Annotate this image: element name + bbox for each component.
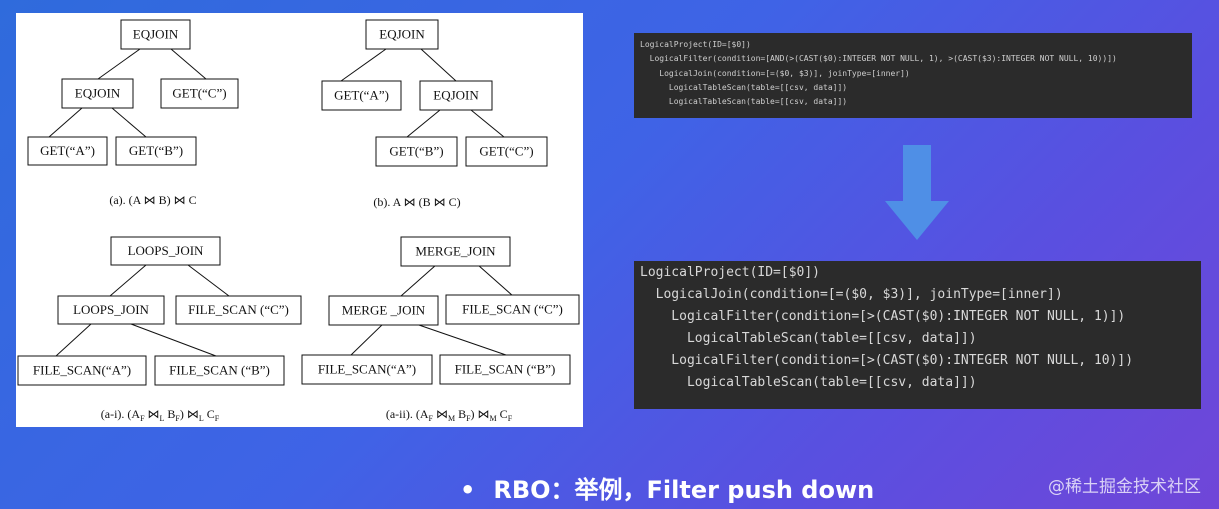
tree-node-label: EQJOIN: [75, 86, 121, 101]
tree-node-label: GET(“C”): [479, 144, 533, 159]
tree-node-label: FILE_SCAN (“C”): [188, 302, 289, 317]
tree-node-label: GET(“C”): [172, 86, 226, 101]
edge: [187, 264, 230, 297]
edge: [48, 107, 83, 138]
edge: [400, 264, 437, 297]
tree-node: [115, 136, 197, 166]
tree-node: [175, 295, 302, 325]
tree-a-ii: MERGE_JOIN MERGE _JOIN FILE_SCAN (“C”) F…: [301, 236, 580, 423]
tree-a-i: LOOPS_JOIN LOOPS_JOIN FILE_SCAN (“C”) FI…: [17, 236, 302, 423]
tree-node: [419, 80, 493, 111]
edge: [55, 323, 92, 357]
tree-node: [27, 136, 108, 166]
code-block-after: LogicalProject(ID=[$0]) LogicalJoin(cond…: [634, 261, 1201, 409]
tree-node-label: LOOPS_JOIN: [128, 243, 204, 258]
edge: [170, 48, 207, 80]
tree-node-label: EQJOIN: [133, 27, 179, 42]
tree-node-label: GET(“A”): [40, 143, 95, 158]
edge: [130, 323, 217, 357]
tree-node: [465, 136, 548, 167]
slide-bullet: • RBO：举例，Filter push down: [460, 470, 875, 504]
code-line: LogicalProject(ID=[$0]): [640, 265, 821, 280]
edge: [350, 323, 384, 356]
tree-node: [301, 354, 433, 385]
code-line: LogicalFilter(condition=[>(CAST($0):INTE…: [640, 353, 1134, 368]
tree-node: [328, 295, 439, 326]
code-line: LogicalTableScan(table=[[csv, data]]): [640, 375, 977, 390]
tree-node: [154, 355, 285, 386]
edge: [109, 264, 147, 297]
tree-node: [120, 19, 191, 50]
tree-node-label: GET(“B”): [129, 143, 183, 158]
tree-node: [439, 354, 571, 385]
tree-node-label: FILE_SCAN (“B”): [455, 362, 556, 377]
tree-node: [400, 236, 511, 267]
tree-node: [17, 355, 147, 386]
plan-trees-svg: EQJOIN EQJOIN GET(“C”) GET(“A”) GET(“B”)…: [17, 19, 580, 423]
edge: [415, 323, 507, 356]
tree-node-label: GET(“B”): [389, 144, 443, 159]
tree-node: [321, 80, 402, 111]
tree-node-label: FILE_SCAN (“B”): [169, 363, 270, 378]
edge: [470, 109, 505, 138]
tree-node: [57, 295, 165, 325]
plan-trees-figure: EQJOIN EQJOIN GET(“C”) GET(“A”) GET(“B”)…: [16, 13, 583, 427]
tree-node-label: EQJOIN: [379, 27, 425, 42]
tree-node-label: MERGE_JOIN: [415, 244, 496, 259]
edge: [477, 264, 514, 297]
tree-caption: (a-i). (AF ⋈L BF) ⋈L CF: [101, 407, 220, 423]
tree-a: EQJOIN EQJOIN GET(“C”) GET(“A”) GET(“B”)…: [27, 19, 239, 207]
tree-node: [160, 78, 239, 109]
tree-node-label: EQJOIN: [433, 88, 479, 103]
tree-node-label: FILE_SCAN (“C”): [462, 302, 563, 317]
code-line: LogicalJoin(condition=[=($0, $3)], joinT…: [640, 68, 910, 78]
tree-caption: (a). (A ⋈ B) ⋈ C: [109, 193, 196, 207]
code-block-before: LogicalProject(ID=[$0]) LogicalFilter(co…: [634, 33, 1192, 118]
tree-node: [61, 78, 134, 109]
tree-node: [445, 294, 580, 325]
tree-node-label: FILE_SCAN(“A”): [318, 362, 416, 377]
arrow-down-icon: [885, 145, 949, 240]
code-line: LogicalProject(ID=[$0]): [640, 40, 751, 49]
tree-node-label: FILE_SCAN(“A”): [33, 363, 131, 378]
code-line: LogicalJoin(condition=[=($0, $3)], joinT…: [640, 287, 1063, 302]
edge: [420, 48, 457, 82]
tree-node-label: MERGE _JOIN: [342, 303, 426, 318]
edge: [111, 107, 147, 138]
watermark-text: @稀土掘金技术社区: [1048, 477, 1201, 497]
code-line: LogicalTableScan(table=[[csv, data]]): [640, 82, 848, 92]
tree-node: [365, 19, 439, 50]
edge: [340, 48, 387, 82]
tree-node-label: LOOPS_JOIN: [73, 302, 149, 317]
edge: [406, 109, 441, 138]
tree-node: [375, 136, 458, 167]
bullet-dot: •: [460, 476, 476, 504]
tree-caption: (b). A ⋈ (B ⋈ C): [373, 195, 460, 209]
edge: [97, 48, 141, 80]
bullet-text: RBO：举例，Filter push down: [493, 476, 875, 504]
code-line: LogicalTableScan(table=[[csv, data]]): [640, 331, 977, 346]
tree-node-label: GET(“A”): [334, 88, 389, 103]
code-line: LogicalFilter(condition=[AND(>(CAST($0):…: [640, 54, 1117, 64]
tree-caption: (a-ii). (AF ⋈M BF) ⋈M CF: [386, 407, 513, 423]
code-line: LogicalFilter(condition=[>(CAST($0):INTE…: [640, 309, 1126, 324]
tree-node: [110, 236, 221, 266]
code-line: LogicalTableScan(table=[[csv, data]]): [640, 97, 848, 107]
tree-b: EQJOIN GET(“A”) EQJOIN GET(“B”) GET(“C”)…: [321, 19, 548, 209]
arrow-shape: [885, 145, 949, 240]
